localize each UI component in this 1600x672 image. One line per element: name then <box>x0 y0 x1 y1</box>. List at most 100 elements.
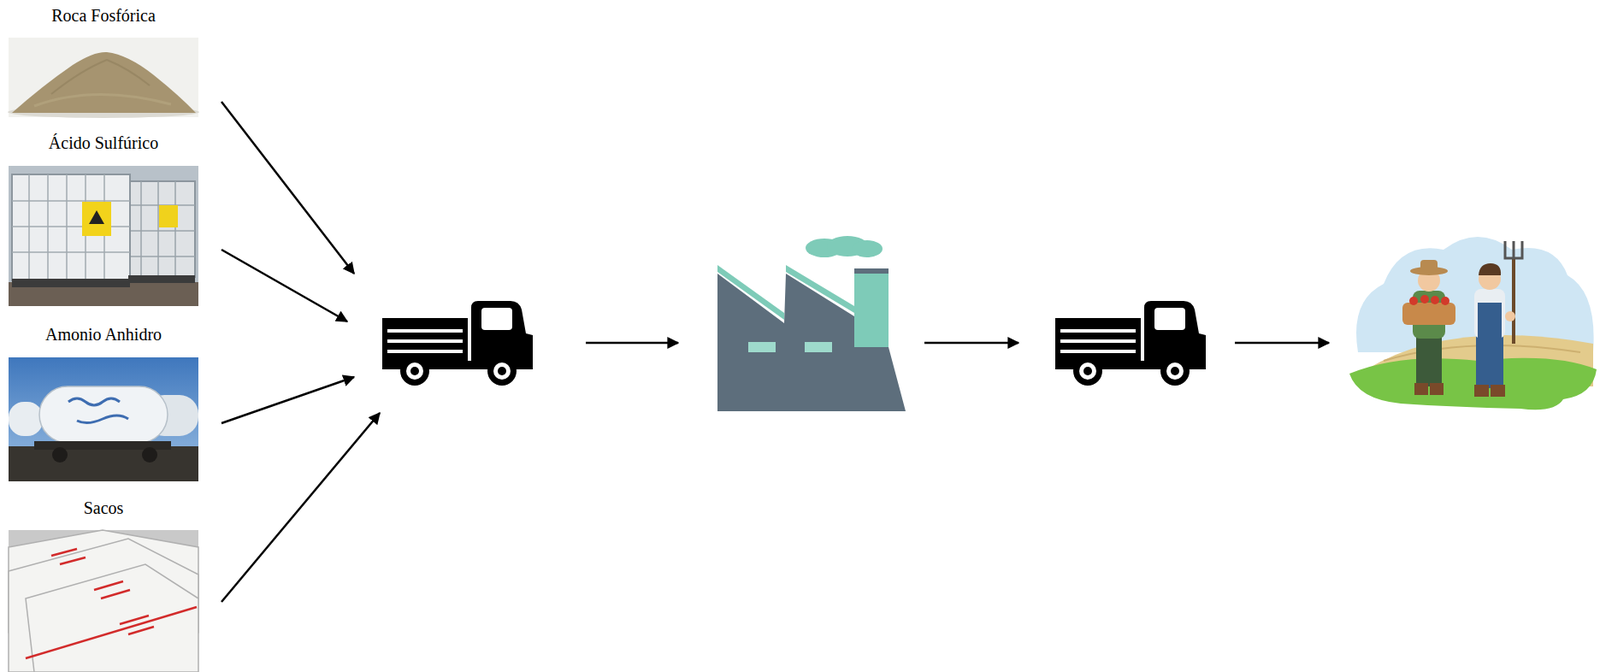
input-material-node: Roca Fosfórica <box>8 5 199 118</box>
truck-icon <box>1055 318 1141 367</box>
sulfuric-acid-photo <box>8 165 199 307</box>
sulfuric-acid-photo <box>11 174 130 281</box>
sulfuric-acid-photo <box>128 255 195 258</box>
factory-icon <box>851 240 883 258</box>
bags-photo <box>8 538 199 672</box>
factory-icon <box>717 236 906 412</box>
bags-photo <box>8 530 199 672</box>
sulfuric-acid-photo <box>11 225 130 228</box>
truck-icon <box>1170 366 1180 376</box>
truck-icon <box>387 329 463 333</box>
farmers-illustration <box>1356 236 1595 353</box>
farmers-illustration <box>1511 258 1516 344</box>
phosphate-rock-photo <box>51 59 150 95</box>
farmers-illustration <box>1349 236 1597 410</box>
anhydrous-ammonia-photo <box>52 447 68 463</box>
farmers-illustration <box>1420 295 1429 304</box>
material-label: Ácido Sulfúrico <box>8 132 199 154</box>
input-material-node: Amonio Anhidro <box>8 324 199 482</box>
sulfuric-acid-photo <box>82 201 112 237</box>
anhydrous-ammonia-photo <box>8 357 199 482</box>
factory-icon <box>854 268 889 274</box>
farmers-illustration <box>1476 335 1504 389</box>
truck-icon <box>410 366 420 376</box>
sulfuric-acid-photo <box>128 275 195 284</box>
flow-arrow <box>221 249 348 322</box>
sulfuric-acid-photo <box>11 200 130 202</box>
bags-photo <box>25 564 199 672</box>
truck-icon <box>481 307 513 331</box>
sulfuric-acid-photo <box>11 278 130 288</box>
factory-icon <box>785 265 855 313</box>
truck-icon <box>1073 356 1103 386</box>
sulfuric-acid-photo <box>140 181 142 278</box>
sulfuric-acid-photo <box>159 205 178 228</box>
material-label: Sacos <box>8 497 199 519</box>
farmers-illustration <box>1505 311 1516 322</box>
truck-icon <box>1144 301 1206 367</box>
anhydrous-ammonia-photo <box>39 386 168 443</box>
sulfuric-acid-photo <box>28 174 30 281</box>
truck-icon <box>1060 329 1136 333</box>
sulfuric-acid-photo <box>128 181 195 278</box>
truck-icon <box>487 356 517 386</box>
input-material-node: Ácido Sulfúrico <box>8 132 199 307</box>
flow-arrow <box>221 413 380 603</box>
anhydrous-ammonia-photo <box>8 446 199 482</box>
farmers-illustration <box>1474 289 1506 339</box>
truck-icon <box>1079 362 1097 380</box>
farmers-illustration <box>1416 335 1442 387</box>
truck-icon <box>406 362 424 380</box>
truck-icon <box>493 362 511 380</box>
factory-icon <box>804 342 833 353</box>
flow-arrow <box>221 377 355 424</box>
truck-icon <box>1060 349 1136 354</box>
anhydrous-ammonia-photo <box>68 398 129 424</box>
sulfuric-acid-photo <box>128 230 195 232</box>
factory-icon <box>717 273 906 412</box>
factory-icon <box>717 265 785 320</box>
factory-icon <box>854 268 889 355</box>
phosphate-rock-photo <box>11 52 196 113</box>
input-material-node: Sacos <box>8 497 199 672</box>
phosphate-rock-photo <box>8 37 199 118</box>
farmers-illustration <box>1477 302 1502 339</box>
farmers-illustration <box>1478 263 1501 276</box>
flow-arrow <box>585 342 679 345</box>
factory-icon <box>748 342 776 353</box>
sulfuric-acid-photo <box>65 174 68 281</box>
truck-icon <box>400 356 430 386</box>
phosphate-rock-photo <box>34 94 172 107</box>
truck-icon <box>382 301 533 386</box>
truck-icon <box>497 366 507 376</box>
farmers-illustration <box>1414 383 1429 396</box>
truck-icon <box>1160 356 1190 386</box>
anhydrous-ammonia-photo <box>8 401 43 437</box>
truck-icon <box>1060 339 1136 343</box>
material-label: Amonio Anhidro <box>8 324 199 345</box>
truck-icon <box>471 301 533 367</box>
flow-arrow <box>221 101 1329 603</box>
sulfuric-acid-photo <box>8 165 199 307</box>
bags-photo <box>51 549 86 565</box>
farmers-illustration <box>1402 302 1456 325</box>
truck-icon <box>382 318 468 367</box>
flow-arrow <box>924 342 1019 345</box>
sulfuric-acid-photo <box>47 174 49 281</box>
sulfuric-acid-photo <box>157 181 160 278</box>
sulfuric-acid-photo <box>11 174 130 281</box>
truck-icon <box>387 339 463 343</box>
truck-icon <box>1055 301 1206 386</box>
farmers-illustration <box>1349 358 1597 411</box>
anhydrous-ammonia-photo <box>141 447 158 463</box>
bags-photo <box>25 607 197 659</box>
sulfuric-acid-photo <box>128 181 195 278</box>
bags-photo <box>8 530 199 672</box>
farmers-illustration <box>1474 384 1489 397</box>
phosphate-rock-photo <box>7 37 200 119</box>
farmers-illustration <box>1429 383 1444 396</box>
flow-arrow <box>1234 342 1329 345</box>
flow-arrow <box>221 101 355 274</box>
